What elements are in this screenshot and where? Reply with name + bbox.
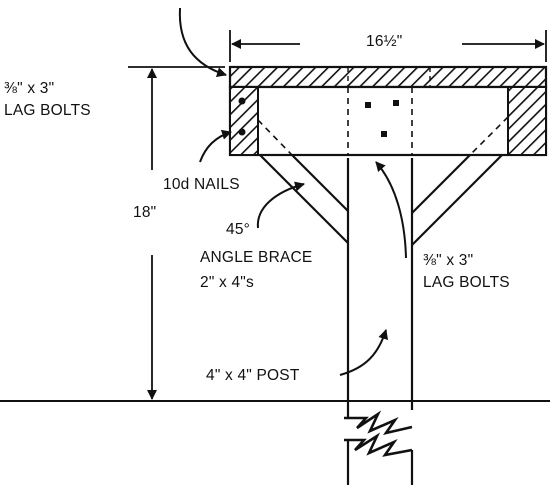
end-block-left [229, 86, 259, 156]
dimension-height [128, 66, 225, 400]
lag-bolts-top-label-line2: LAG BOLTS [4, 102, 91, 119]
lag-bolts-right-label-line1: ⅜" x 3" [423, 252, 474, 269]
leader-arrows [178, 7, 407, 376]
beam-body [228, 85, 548, 157]
lag-bolts-right-label-line2: LAG BOLTS [423, 274, 510, 291]
dimension-width [229, 30, 547, 62]
end-block-right [507, 86, 547, 156]
lag-bolts-top-label-line1: ⅜" x 3" [4, 80, 55, 97]
angle-brace-label-line3: 2" x 4"s [200, 274, 254, 291]
cap-plate [228, 65, 548, 89]
width-dimension-label: 16½" [366, 33, 403, 50]
nails-label: 10d NAILS [163, 176, 240, 193]
post-label: 4" x 4" POST [206, 367, 300, 384]
angle-braces [259, 154, 503, 246]
angle-brace-label-line1: 45° [226, 221, 251, 238]
post [344, 158, 414, 485]
beam-cap [228, 65, 548, 157]
height-dimension-label: 18" [133, 204, 157, 221]
angle-brace-label-line2: ANGLE BRACE [200, 249, 313, 266]
